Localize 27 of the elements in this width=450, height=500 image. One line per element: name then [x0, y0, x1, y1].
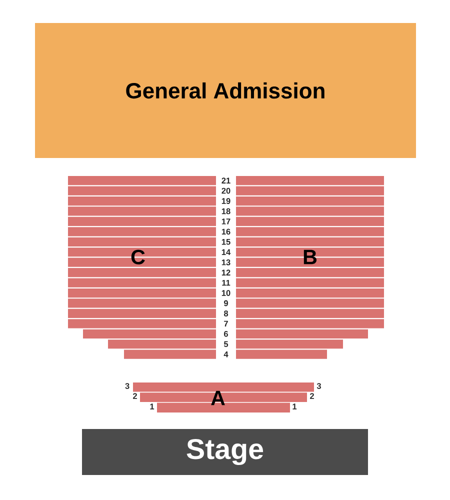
- row-number: 5: [224, 341, 228, 347]
- row-number: 8: [224, 310, 228, 316]
- row-number: 11: [222, 280, 230, 286]
- row-number: 13: [222, 259, 230, 266]
- row-number: 4: [224, 352, 228, 358]
- row-number: 2: [310, 393, 314, 399]
- row-number: 2: [133, 393, 137, 399]
- row-number: 6: [224, 330, 228, 337]
- row-number: 19: [222, 198, 230, 204]
- row-number: 21: [222, 178, 230, 184]
- row-number: 9: [224, 300, 228, 306]
- row-number: 3: [316, 383, 321, 389]
- row-number: 20: [222, 188, 230, 194]
- node-label: A: [211, 390, 225, 406]
- row-number: 1: [292, 404, 297, 410]
- row-number: 16: [222, 228, 230, 235]
- row-number: 15: [222, 239, 230, 245]
- row-number: 10: [222, 290, 230, 296]
- row-number: 14: [222, 249, 231, 255]
- row-number: 18: [222, 208, 230, 214]
- row-number: 7: [224, 320, 228, 327]
- row-number: 17: [222, 218, 230, 224]
- stage: Stage: [82, 429, 368, 475]
- row-number: 3: [125, 383, 130, 389]
- row-number: 1: [150, 404, 154, 410]
- row-number: 12: [222, 270, 230, 276]
- general-admission-area: General Admission: [35, 23, 416, 158]
